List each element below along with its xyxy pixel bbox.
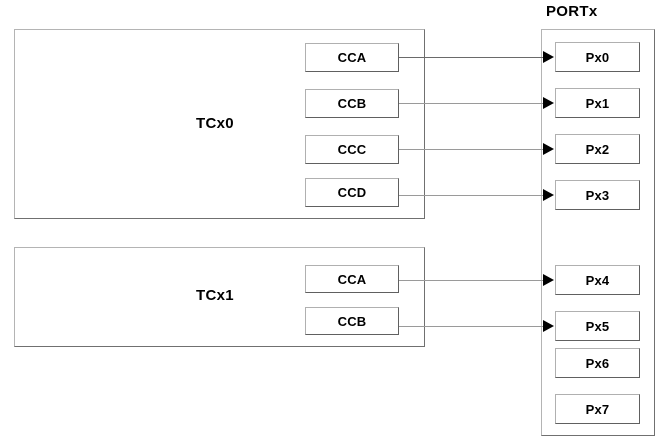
port-pin-px6-label: Px6	[585, 355, 610, 371]
tcx1-channel-ccb-label: CCB	[337, 313, 367, 329]
port-pin-px0[interactable]: Px0	[555, 42, 640, 72]
port-pin-px0-label: Px0	[585, 49, 610, 65]
port-pin-px3[interactable]: Px3	[555, 180, 640, 210]
port-pin-px1-label: Px1	[585, 95, 610, 111]
arrowhead-px5	[543, 320, 554, 332]
tcx0-channel-ccb-label: CCB	[337, 96, 367, 111]
connector-tcx0-ccc-to-px2	[399, 149, 544, 150]
port-pin-px2-label: Px2	[585, 141, 610, 157]
tcx0-channel-ccc[interactable]: CCC	[305, 135, 399, 164]
port-pin-px5[interactable]: Px5	[555, 311, 640, 341]
arrowhead-px4	[543, 274, 554, 286]
tcx1-channel-cca[interactable]: CCA	[305, 265, 399, 293]
tcx0-channel-cca-label: CCA	[337, 50, 367, 65]
arrowhead-px1	[543, 97, 554, 109]
portx-title: PORTx	[546, 3, 598, 20]
arrowhead-px2	[543, 143, 554, 155]
connector-tcx1-ccb-to-px5	[399, 326, 544, 327]
tcx0-channel-ccd[interactable]: CCD	[305, 178, 399, 207]
port-pin-px4[interactable]: Px4	[555, 265, 640, 295]
port-pin-px7-label: Px7	[585, 401, 610, 417]
tcx0-channel-ccc-label: CCC	[337, 142, 367, 157]
port-pin-px6[interactable]: Px6	[555, 348, 640, 378]
timer-tcx1-label: TCx1	[196, 287, 234, 304]
port-pin-px7[interactable]: Px7	[555, 394, 640, 424]
tcx0-channel-ccb[interactable]: CCB	[305, 89, 399, 118]
connector-tcx0-ccd-to-px3	[399, 195, 544, 196]
port-pin-px4-label: Px4	[585, 272, 610, 288]
connector-tcx0-ccb-to-px1	[399, 103, 544, 104]
arrowhead-px0	[543, 51, 554, 63]
connector-tcx1-cca-to-px4	[399, 280, 544, 281]
tcx1-channel-ccb[interactable]: CCB	[305, 307, 399, 335]
tcx1-channel-cca-label: CCA	[337, 271, 367, 287]
tcx0-channel-cca[interactable]: CCA	[305, 43, 399, 72]
port-pin-px1[interactable]: Px1	[555, 88, 640, 118]
timer-tcx0-label: TCx0	[196, 115, 234, 132]
tcx0-channel-ccd-label: CCD	[337, 185, 367, 200]
arrowhead-px3	[543, 189, 554, 201]
port-pin-px3-label: Px3	[585, 187, 610, 203]
connector-tcx0-cca-to-px0	[399, 57, 544, 58]
port-pin-px5-label: Px5	[585, 318, 610, 334]
port-pin-px2[interactable]: Px2	[555, 134, 640, 164]
